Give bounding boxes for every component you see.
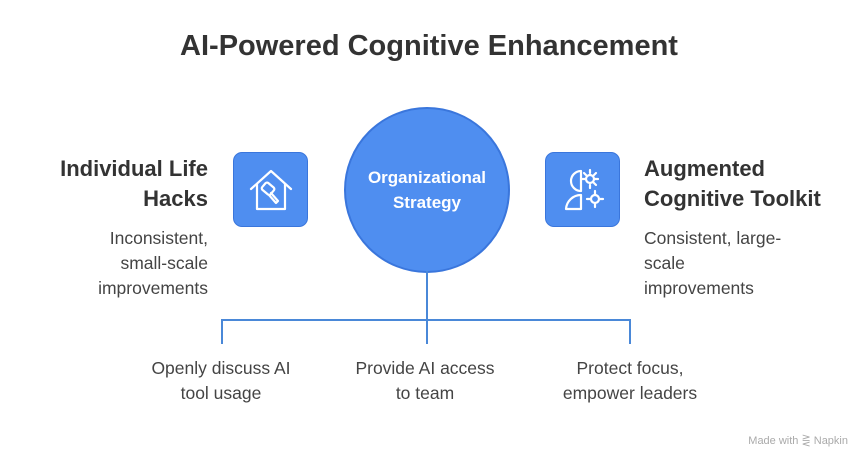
left-heading-line2: Hacks [143,186,208,211]
right-desc-line1: Consistent, large- [644,228,782,248]
branch-1-line1: Openly discuss AI [151,358,291,378]
connector-branch-2 [426,319,428,344]
branch-label-2: Provide AI access to team [325,356,525,406]
head-gear-icon [545,152,620,227]
branch-1-line2: tool usage [180,383,262,403]
left-desc-line2: small-scale [120,253,208,273]
connector-trunk [426,271,428,320]
page-title: AI-Powered Cognitive Enhancement [180,30,678,62]
center-line2: Strategy [392,193,461,212]
left-heading-line1: Individual Life [60,156,208,181]
right-description: Consistent, large- scale improvements [644,226,781,301]
branch-label-3: Protect focus, empower leaders [530,356,730,406]
right-heading-line2: Cognitive Toolkit [644,186,821,211]
connector-branch-3 [629,319,631,344]
branch-2-line2: to team [395,383,455,403]
center-line1: Organizational [367,168,487,187]
right-heading-line1: Augmented [644,156,765,181]
right-heading: Augmented Cognitive Toolkit [644,154,821,214]
branch-label-1: Openly discuss AI tool usage [121,356,321,406]
left-description: Inconsistent, small-scale improvements [98,226,208,301]
left-desc-line1: Inconsistent, [109,228,208,248]
connector-branch-1 [221,319,223,344]
left-heading: Individual Life Hacks [60,154,208,214]
branch-2-line1: Provide AI access [355,358,495,378]
left-desc-line3: improvements [98,278,208,298]
house-hammer-icon [233,152,308,227]
branch-3-line1: Protect focus, [576,358,684,378]
right-desc-line2: scale [644,253,685,273]
branch-3-line2: empower leaders [562,383,698,403]
napkin-watermark: Made with ⋛ Napkin [748,435,848,447]
right-desc-line3: improvements [644,278,754,298]
